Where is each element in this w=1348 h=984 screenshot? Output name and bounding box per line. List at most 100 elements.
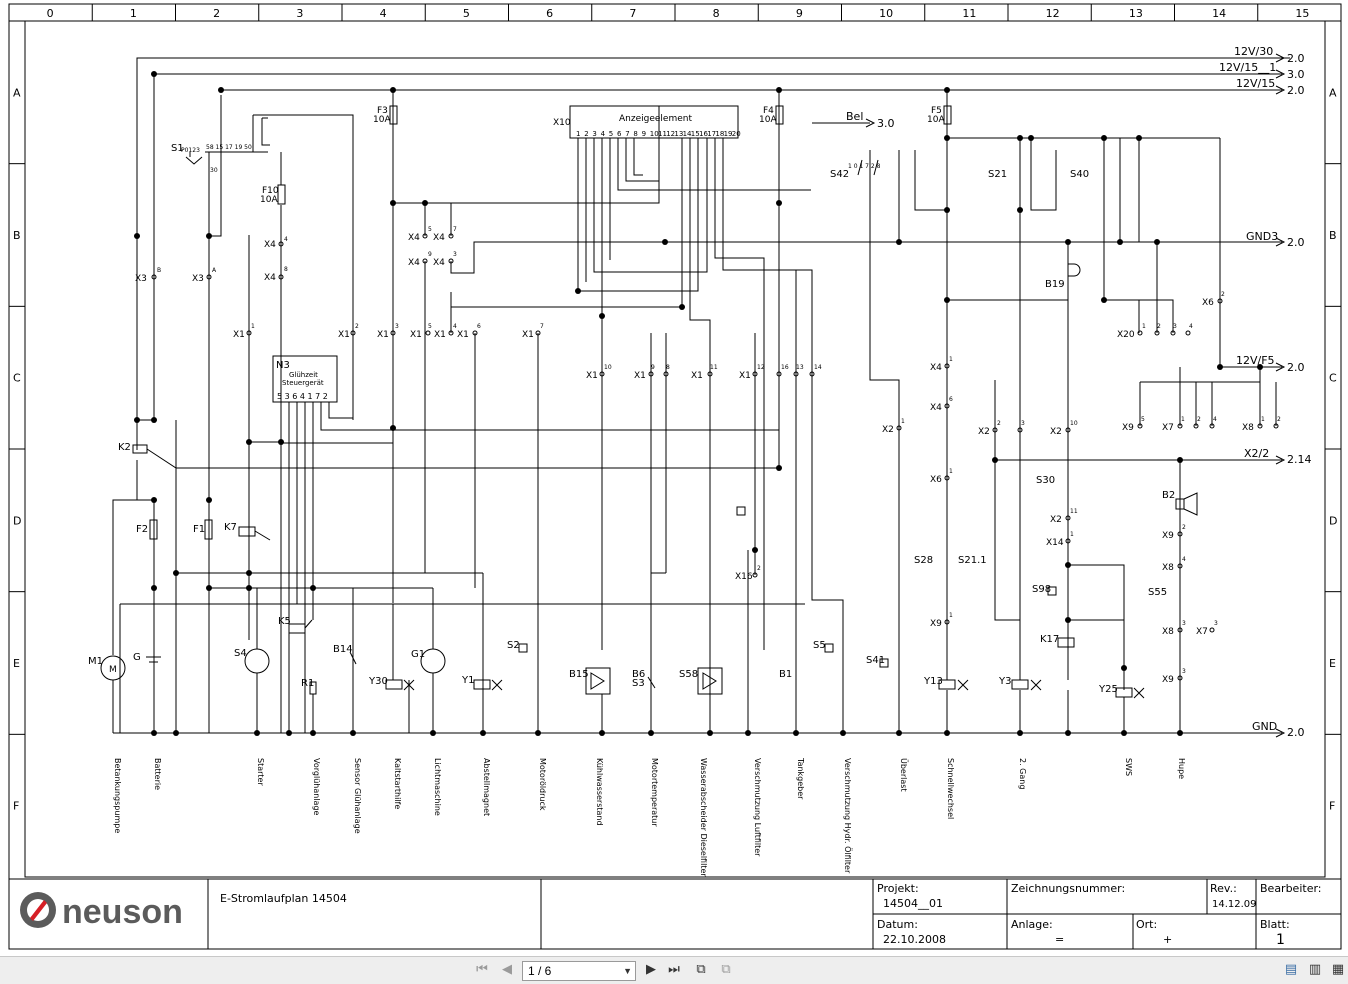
x10-pin-label: 17 [707, 130, 716, 138]
column-label: 14 [1212, 7, 1226, 20]
next-page-icon[interactable]: ▶ [646, 962, 656, 977]
svg-text:S42: S42 [830, 169, 849, 180]
svg-text:3: 3 [453, 251, 457, 258]
svg-text:6: 6 [949, 396, 953, 403]
svg-text:X1: X1 [634, 371, 646, 381]
svg-text:X2: X2 [1050, 427, 1062, 437]
last-page-icon[interactable]: ⏭ [668, 962, 680, 977]
junction-dot [944, 207, 950, 213]
svg-text:X4: X4 [930, 363, 942, 373]
first-page-icon[interactable]: ⏮ [476, 962, 488, 977]
column-label: 3 [296, 7, 303, 20]
row-label: C [13, 372, 21, 385]
row-label: B [1329, 229, 1337, 242]
power-rails: 12V/30 12V/15__1 12V/15 Bel GND3 12V/F5 … [113, 45, 1312, 739]
svg-text:3: 3 [1182, 668, 1186, 675]
x10-pin-label: 12 [666, 130, 675, 138]
svg-text:F1: F1 [193, 524, 205, 535]
page-number-select[interactable]: 1 / 6 ▼ [522, 961, 636, 981]
svg-text:3: 3 [1214, 620, 1218, 627]
x10-pin-label: 6 [617, 130, 622, 138]
svg-text:S4: S4 [234, 648, 247, 659]
row-label: D [1329, 514, 1337, 527]
svg-text:10: 10 [1070, 420, 1078, 427]
x10-pin-label: 14 [683, 130, 692, 138]
fuse-label: F3 [377, 106, 388, 116]
x10-pin-label: 20 [732, 130, 741, 138]
row-label: E [1329, 657, 1336, 670]
junction-dot [575, 288, 581, 294]
junction-dot [151, 730, 157, 736]
svg-text:S21.1: S21.1 [958, 555, 987, 566]
facing-icon[interactable]: ▦ [1331, 962, 1345, 977]
svg-text:14.12.09: 14.12.09 [1212, 899, 1257, 910]
svg-text:Y30: Y30 [368, 676, 388, 687]
rail-label: Bel [846, 110, 863, 123]
column-label: 11 [962, 7, 976, 20]
junction-dot [151, 497, 157, 503]
svg-text:X6: X6 [930, 475, 942, 485]
x10-pin-label: 2 [584, 130, 588, 138]
junction-dot [944, 297, 950, 303]
junction-dot [1257, 364, 1263, 370]
row-label: D [13, 514, 21, 527]
x10-pin-label: 4 [601, 130, 606, 138]
svg-text:X4: X4 [408, 233, 420, 243]
svg-text:X4: X4 [264, 240, 276, 250]
row-label: A [13, 86, 21, 99]
junction-dot [1017, 730, 1023, 736]
rotate-icon[interactable]: ⧉ [721, 962, 731, 977]
junction-dot [206, 497, 212, 503]
svg-text:X4: X4 [433, 258, 445, 268]
rail-label: 12V/30 [1234, 45, 1273, 58]
svg-text:M1: M1 [88, 656, 103, 667]
svg-text:10: 10 [604, 364, 612, 371]
svg-text:=: = [1055, 933, 1064, 946]
svg-text:X6: X6 [1202, 298, 1214, 308]
svg-text:S30: S30 [1036, 475, 1055, 486]
svg-text:X10: X10 [553, 118, 571, 128]
svg-text:B15: B15 [569, 669, 589, 680]
row-label: C [1329, 372, 1337, 385]
svg-text:X1: X1 [377, 330, 389, 340]
junction-dot [992, 457, 998, 463]
svg-text:8: 8 [284, 266, 288, 273]
function-label: Schnellwechsel [946, 758, 955, 819]
drawing-title: E-Stromlaufplan 14504 [220, 892, 347, 905]
junction-dot [246, 439, 252, 445]
rail-label: 12V/15__1 [1219, 61, 1276, 74]
svg-text:1: 1 [901, 418, 905, 425]
svg-text:4: 4 [1182, 556, 1186, 563]
column-label: 13 [1129, 7, 1143, 20]
svg-text:X7: X7 [1162, 423, 1174, 433]
svg-text:S1: S1 [171, 143, 184, 154]
junction-dot [390, 87, 396, 93]
junction-dot [1177, 730, 1183, 736]
svg-text:Y1: Y1 [461, 675, 474, 686]
prev-page-icon[interactable]: ◀ [502, 962, 512, 977]
function-label: Motoröldruck [538, 758, 547, 811]
junction-dot [745, 730, 751, 736]
svg-text:X8: X8 [1242, 423, 1254, 433]
continuous-icon[interactable]: ▥ [1308, 962, 1322, 977]
junction-dot [430, 730, 436, 736]
fuse-label: F5 [931, 106, 942, 116]
rail-label: 12V/15 [1236, 77, 1275, 90]
junction-dot [1154, 239, 1160, 245]
svg-text:4: 4 [284, 236, 288, 243]
rail-ref: 2.0 [1287, 236, 1305, 249]
junction-dot [1121, 730, 1127, 736]
fit-page-icon[interactable]: ⧉ [696, 962, 706, 977]
svg-text:2: 2 [355, 323, 359, 330]
svg-text:X1: X1 [233, 330, 245, 340]
row-label: A [1329, 86, 1337, 99]
svg-text:X1: X1 [338, 330, 350, 340]
function-label: Lichtmaschine [433, 758, 442, 816]
single-page-icon[interactable]: ▤ [1284, 962, 1298, 977]
rail-label: GND3 [1246, 230, 1278, 243]
svg-text:neuson: neuson [62, 893, 183, 931]
x10-pin-label: 18 [715, 130, 724, 138]
